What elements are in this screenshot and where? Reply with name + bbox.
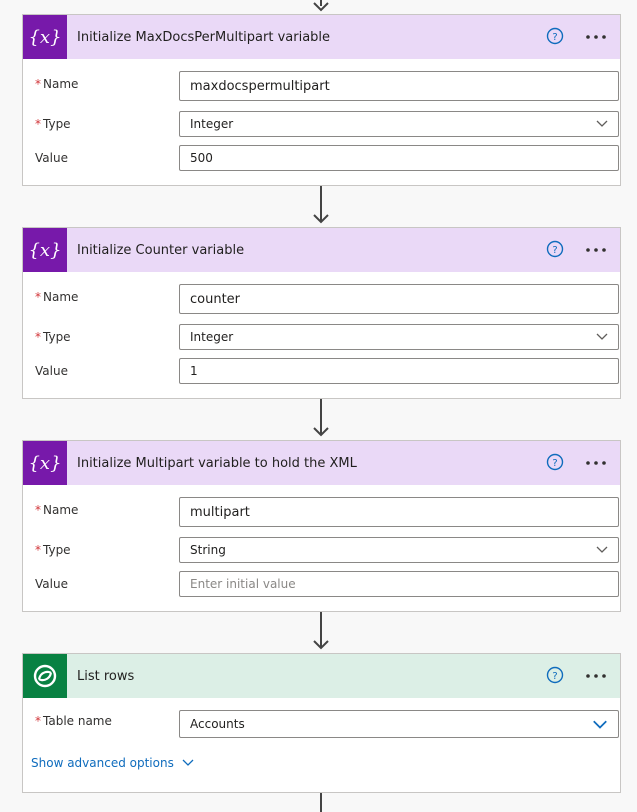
card-title: Initialize Counter variable [77, 242, 245, 258]
required-marker: * [35, 543, 41, 557]
card-body: *Name counter *Type Integer Value 1 [23, 272, 620, 398]
svg-text:{x}: {x} [30, 240, 60, 261]
help-icon[interactable]: ? [546, 453, 564, 471]
svg-text:?: ? [552, 245, 557, 256]
value-placeholder: Enter initial value [190, 577, 296, 591]
chevron-down-icon [182, 759, 194, 766]
table-name-row: *Table name Accounts [35, 706, 619, 746]
svg-text:{x}: {x} [30, 27, 60, 48]
variable-icon: {x} [23, 15, 67, 59]
variable-icon: {x} [23, 228, 67, 272]
name-label: *Name [35, 77, 79, 91]
action-card-init-multipart[interactable]: {x} Initialize Multipart variable to hol… [22, 440, 621, 612]
card-header[interactable]: List rows ? [23, 654, 620, 698]
chevron-down-icon [596, 333, 608, 340]
more-options-icon[interactable] [584, 242, 608, 258]
name-row: *Name multipart [35, 493, 619, 533]
flow-connector [320, 612, 322, 648]
table-name-select[interactable]: Accounts [179, 710, 619, 738]
svg-text:?: ? [552, 32, 557, 43]
more-options-icon[interactable] [584, 668, 608, 684]
chevron-down-icon [596, 546, 608, 553]
name-row: *Name counter [35, 280, 619, 320]
required-marker: * [35, 714, 41, 728]
type-row: *Type Integer [35, 107, 619, 141]
flow-connector [320, 793, 322, 812]
advanced-row: Show advanced options [31, 746, 608, 776]
action-card-list-rows[interactable]: List rows ? *Table name Accounts Show ad… [22, 653, 621, 793]
table-name-label: *Table name [35, 714, 112, 728]
name-input[interactable]: maxdocspermultipart [179, 71, 619, 101]
card-header[interactable]: {x} Initialize Counter variable ? [23, 228, 620, 272]
more-options-icon[interactable] [584, 455, 608, 471]
connector-arrow-icon [313, 427, 329, 437]
name-label: *Name [35, 503, 79, 517]
svg-text:?: ? [552, 671, 557, 682]
type-select[interactable]: Integer [179, 111, 619, 137]
card-title: Initialize MaxDocsPerMultipart variable [77, 29, 331, 45]
required-marker: * [35, 77, 41, 91]
card-title: List rows [77, 668, 135, 684]
value-label: Value [35, 577, 68, 591]
svg-text:?: ? [552, 458, 557, 469]
advanced-options-label: Show advanced options [31, 756, 174, 770]
connector-arrow-icon [313, 214, 329, 224]
action-card-init-maxdocs[interactable]: {x} Initialize MaxDocsPerMultipart varia… [22, 14, 621, 186]
value-row: Value 1 [35, 354, 619, 388]
chevron-down-icon [593, 720, 607, 729]
name-row: *Name maxdocspermultipart [35, 67, 619, 107]
value-input[interactable]: Enter initial value [179, 571, 619, 597]
chevron-down-icon [596, 120, 608, 127]
more-options-icon[interactable] [584, 29, 608, 45]
card-header[interactable]: {x} Initialize MaxDocsPerMultipart varia… [23, 15, 620, 59]
type-row: *Type String [35, 533, 619, 567]
flow-connector [320, 399, 322, 435]
variable-icon: {x} [23, 441, 67, 485]
card-body: *Name maxdocspermultipart *Type Integer … [23, 59, 620, 185]
help-icon[interactable]: ? [546, 666, 564, 684]
name-label: *Name [35, 290, 79, 304]
card-header[interactable]: {x} Initialize Multipart variable to hol… [23, 441, 620, 485]
card-title: Initialize Multipart variable to hold th… [77, 455, 357, 471]
card-body: *Table name Accounts Show advanced optio… [23, 698, 620, 786]
help-icon[interactable]: ? [546, 27, 564, 45]
value-input[interactable]: 1 [179, 358, 619, 384]
connector-arrow-icon [313, 2, 329, 12]
type-select[interactable]: String [179, 537, 619, 563]
connector-arrow-icon [313, 640, 329, 650]
type-select[interactable]: Integer [179, 324, 619, 350]
name-input[interactable]: counter [179, 284, 619, 314]
svg-text:{x}: {x} [30, 453, 60, 474]
value-row: Value Enter initial value [35, 567, 619, 601]
name-input[interactable]: multipart [179, 497, 619, 527]
action-card-init-counter[interactable]: {x} Initialize Counter variable ? *Name … [22, 227, 621, 399]
flow-connector [320, 0, 322, 6]
type-row: *Type Integer [35, 320, 619, 354]
required-marker: * [35, 117, 41, 131]
required-marker: * [35, 290, 41, 304]
value-label: Value [35, 151, 68, 165]
value-row: Value 500 [35, 141, 619, 175]
flow-connector [320, 186, 322, 222]
type-label: *Type [35, 330, 71, 344]
value-input[interactable]: 500 [179, 145, 619, 171]
type-label: *Type [35, 117, 71, 131]
required-marker: * [35, 330, 41, 344]
type-label: *Type [35, 543, 71, 557]
dataverse-icon [23, 654, 67, 698]
help-icon[interactable]: ? [546, 240, 564, 258]
required-marker: * [35, 503, 41, 517]
value-label: Value [35, 364, 68, 378]
card-body: *Name multipart *Type String Value Enter… [23, 485, 620, 611]
show-advanced-options-link[interactable]: Show advanced options [31, 756, 194, 770]
